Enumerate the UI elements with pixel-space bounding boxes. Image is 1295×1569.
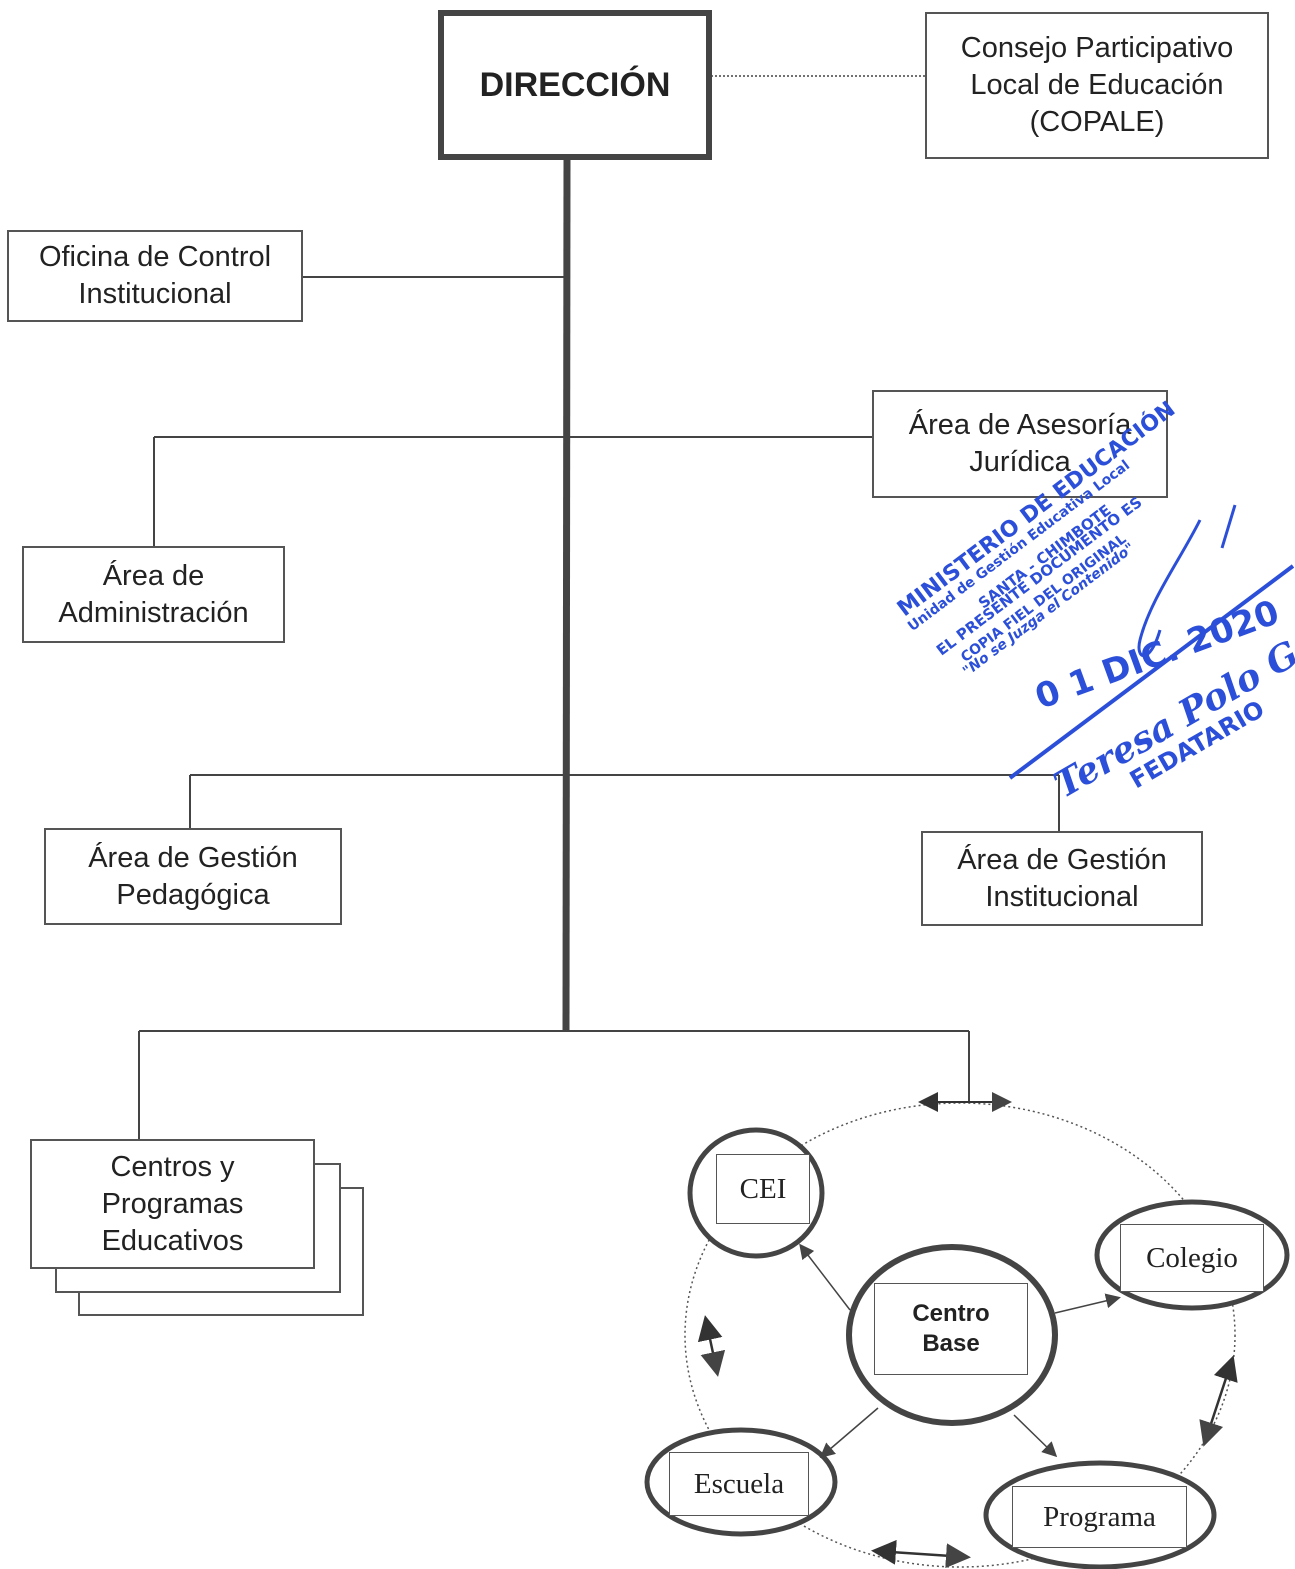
stamp-line — [1008, 564, 1295, 780]
gestion-institucional-box: Área de Gestión Institucional — [921, 831, 1203, 926]
spoke-escuela — [819, 1407, 879, 1458]
centro-base-box: Centro Base — [874, 1283, 1028, 1375]
oficina-control-box: Oficina de Control Institucional — [7, 230, 303, 322]
signature-stroke — [1137, 504, 1237, 658]
escuela-node: Escuela — [669, 1452, 809, 1516]
ring-arrow-left — [697, 1315, 726, 1377]
copale-box: Consejo Participativo Local de Educación… — [925, 12, 1269, 159]
ring-arrow-right — [1199, 1355, 1238, 1447]
programa-node: Programa — [1012, 1486, 1187, 1548]
spoke-colegio — [1054, 1293, 1121, 1314]
colegio-node: Colegio — [1120, 1224, 1264, 1292]
centros-programas-box: Centros y Programas Educativos — [30, 1139, 315, 1269]
administracion-box: Área de Administración — [22, 546, 285, 643]
cei-node: CEI — [716, 1154, 810, 1224]
main-trunk-line — [562, 157, 571, 1031]
ring-arrow-bottom — [871, 1539, 971, 1569]
spoke-programa — [1013, 1414, 1058, 1458]
gestion-pedagogica-box: Área de Gestión Pedagógica — [44, 828, 342, 925]
asesoria-juridica-box: Área de Asesoría Jurídica — [872, 390, 1168, 498]
spoke-cei — [799, 1243, 851, 1311]
direccion-box: DIRECCIÓN — [438, 10, 712, 160]
